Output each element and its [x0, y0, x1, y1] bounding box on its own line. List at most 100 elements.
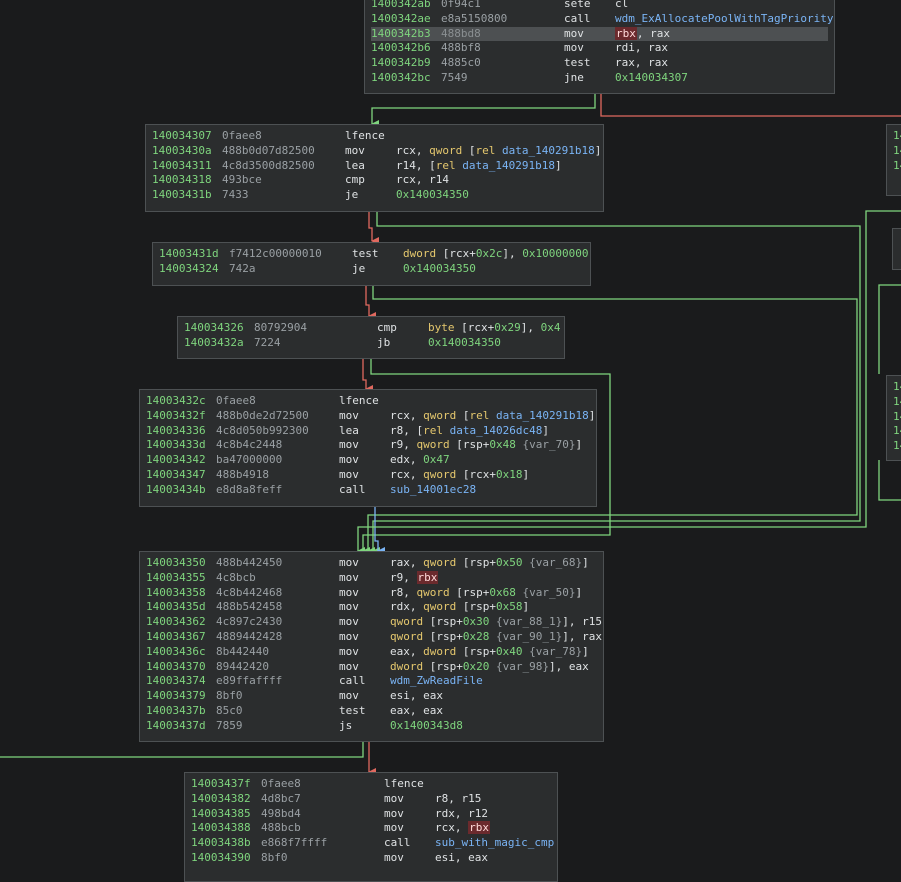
- instruction-address[interactable]: 140034382: [191, 791, 251, 805]
- instruction-line[interactable]: 14: [893, 144, 901, 159]
- operand-symbol[interactable]: wdm_ZwReadFile: [390, 674, 483, 688]
- instruction-address[interactable]: 1400342b3: [371, 26, 431, 40]
- instruction-bytes[interactable]: f7412c00000010: [229, 247, 322, 260]
- instruction-mnemonic[interactable]: mov: [339, 585, 359, 599]
- instruction-bytes[interactable]: 8bf0: [261, 850, 288, 864]
- operand-symbol[interactable]: sub_14001ec28: [390, 482, 477, 496]
- instruction-mnemonic[interactable]: lfence: [339, 394, 379, 407]
- operand-register[interactable]: rsp: [469, 556, 490, 569]
- instruction-mnemonic[interactable]: cmp: [345, 173, 365, 187]
- instruction-mnemonic[interactable]: sete: [564, 0, 591, 10]
- instruction-address[interactable]: 140034307: [152, 129, 212, 142]
- operand-register[interactable]: rsp: [436, 629, 457, 643]
- operand-register[interactable]: r12: [468, 806, 488, 820]
- instruction-bytes[interactable]: 4c8d050b992300: [216, 423, 309, 437]
- instruction-address[interactable]: 1400342b9: [371, 56, 431, 70]
- instruction-bytes[interactable]: e8a5150800: [441, 11, 508, 25]
- operand-register[interactable]: rbx: [615, 26, 637, 40]
- operand-register[interactable]: edx: [390, 453, 410, 467]
- instruction-bytes[interactable]: e8d8a8feff: [216, 482, 283, 496]
- operand-register[interactable]: rax: [615, 56, 635, 70]
- operand-register[interactable]: rcx: [435, 821, 455, 835]
- instruction-bytes[interactable]: 488b442450: [216, 556, 283, 569]
- instruction-mnemonic[interactable]: jb: [377, 335, 391, 349]
- instruction-mnemonic[interactable]: je: [352, 261, 366, 275]
- operand-register[interactable]: rcx: [390, 408, 410, 422]
- instruction-address[interactable]: 14: [893, 380, 901, 393]
- operand-number[interactable]: 0x140034307: [615, 70, 688, 84]
- operand-register[interactable]: eax: [390, 644, 410, 658]
- instruction-mnemonic[interactable]: lfence: [384, 777, 424, 790]
- instruction-bytes[interactable]: 493bce: [222, 173, 262, 187]
- operand-register[interactable]: rsp: [462, 438, 483, 452]
- operand-symbol[interactable]: sub_with_magic_cmp: [435, 836, 555, 850]
- instruction-mnemonic[interactable]: lea: [339, 423, 359, 437]
- instruction-mnemonic[interactable]: test: [339, 703, 366, 717]
- instruction-address[interactable]: 140034311: [152, 158, 212, 172]
- operand-register[interactable]: rcx: [469, 467, 490, 481]
- instruction-bytes[interactable]: 488b0de2d72500: [216, 408, 309, 422]
- operand-number[interactable]: 0x1400343d8: [390, 718, 463, 732]
- instruction-bytes[interactable]: 498bd4: [261, 806, 301, 820]
- operand-number[interactable]: 0x18: [496, 467, 523, 481]
- instruction-address[interactable]: 140034379: [146, 689, 206, 703]
- instruction-bytes[interactable]: 8bf0: [216, 689, 243, 703]
- instruction-mnemonic[interactable]: call: [339, 674, 366, 688]
- instruction-address[interactable]: 140034318: [152, 173, 212, 187]
- operand-register[interactable]: rax: [648, 56, 668, 70]
- instruction-bytes[interactable]: 80792904: [254, 321, 307, 334]
- operand-register[interactable]: rsp: [469, 644, 490, 658]
- instruction-bytes[interactable]: 7224: [254, 335, 281, 349]
- instruction-address[interactable]: 14: [893, 143, 901, 157]
- basic-block-offscreen-c[interactable]: 1414141414: [886, 375, 901, 461]
- instruction-mnemonic[interactable]: mov: [384, 850, 404, 864]
- instruction-bytes[interactable]: 4885c0: [441, 56, 481, 70]
- instruction-line[interactable]: 14: [893, 395, 901, 410]
- instruction-mnemonic[interactable]: mov: [384, 806, 404, 820]
- instruction-address[interactable]: 14: [893, 129, 901, 142]
- operand-register[interactable]: r14: [429, 173, 449, 187]
- operand-number[interactable]: 0x47: [423, 453, 450, 467]
- instruction-address[interactable]: 140034388: [191, 821, 251, 835]
- instruction-mnemonic[interactable]: mov: [339, 644, 359, 658]
- instruction-mnemonic[interactable]: lea: [345, 158, 365, 172]
- instruction-address[interactable]: 140034370: [146, 659, 206, 673]
- instruction-line[interactable]: 14: [893, 439, 901, 454]
- operand-register[interactable]: r8: [390, 585, 404, 599]
- operand-register[interactable]: esi: [390, 689, 410, 703]
- instruction-address[interactable]: 140034350: [146, 556, 206, 569]
- instruction-bytes[interactable]: 488b0d07d82500: [222, 143, 315, 157]
- operand-register[interactable]: eax: [390, 703, 410, 717]
- instruction-bytes[interactable]: 7433: [222, 188, 249, 202]
- instruction-mnemonic[interactable]: test: [564, 56, 591, 70]
- instruction-address[interactable]: 14003435d: [146, 600, 206, 614]
- operand-symbol[interactable]: data_140291b18: [502, 143, 595, 157]
- instruction-address[interactable]: 1400342ae: [371, 11, 431, 25]
- operand-register[interactable]: rax: [582, 629, 602, 643]
- instruction-address[interactable]: 14003431d: [159, 247, 219, 260]
- operand-register[interactable]: rdx: [390, 600, 410, 614]
- instruction-mnemonic[interactable]: mov: [384, 791, 404, 805]
- instruction-bytes[interactable]: 0faee8: [222, 129, 262, 142]
- instruction-address[interactable]: 14: [893, 394, 901, 408]
- instruction-bytes[interactable]: 4c8bcb: [216, 570, 256, 584]
- instruction-address[interactable]: 140034326: [184, 321, 244, 334]
- operand-register[interactable]: rcx: [467, 321, 488, 334]
- instruction-bytes[interactable]: 7549: [441, 70, 468, 84]
- instruction-address[interactable]: 1400342bc: [371, 70, 431, 84]
- instruction-address[interactable]: 140034358: [146, 585, 206, 599]
